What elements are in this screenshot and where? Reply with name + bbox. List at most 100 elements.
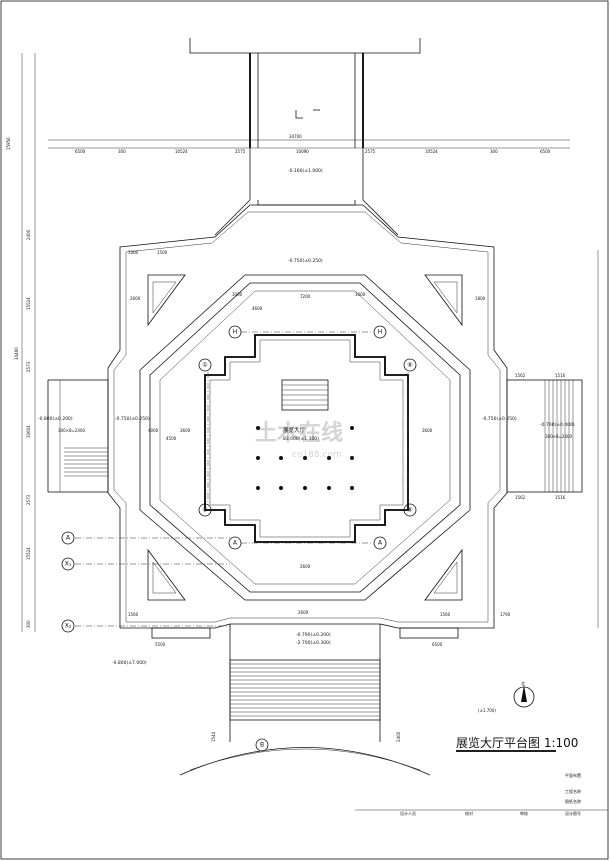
tb-sheet: 平面布置 [565,772,581,778]
south-steps [151,624,459,776]
dim-steps-right: 300×8=2400 [545,434,573,439]
grid-label-a: A [66,535,71,542]
level-right: -0.750(±0.250) [482,416,517,422]
dim-misc-11: 3600 [180,428,191,433]
north-walkway [189,38,421,236]
grid-bubble-1-bottom [198,503,212,517]
dim-misc-15: 1790 [500,612,511,617]
grid-bubble-h-right [373,325,387,339]
grid-label-1-top: ① [202,362,207,369]
dim-misc-18: 6500 [432,642,443,647]
dim-left-4: 2573 [26,361,31,372]
tb-approve: 审核 [520,810,528,816]
dim-misc-22: 2400 [396,731,401,742]
dim-right-4: 1516 [555,495,566,500]
grid-label-h-left: H [233,329,238,336]
dim-left-total: 34460 [14,347,19,360]
dim-left-3: 15524 [26,297,31,310]
dim-left-1: 15956 [6,137,11,150]
dim-left-5: 10604 [26,425,31,438]
dim-right-3: 1562 [515,495,526,500]
drawing-title: 展览大厅平台图 1:100 [456,735,578,750]
east-steps [506,379,583,493]
tb-drawing: 图纸名称 [565,798,581,804]
dim-misc-13: 1560 [128,612,139,617]
inner-octagon [139,274,471,601]
grid-bubble-1-top [198,358,212,372]
level-right-2: -0.700(±0.400) [540,422,575,428]
dim-top-2: 300 [118,149,126,154]
dim-misc-2: 1500 [157,250,168,255]
corner-planters [147,274,463,601]
dim-top-8: 300 [490,149,498,154]
tb-proj: 工程名称 [565,788,581,794]
dim-misc-21: 1544 [211,731,216,742]
central-hall [204,334,409,543]
dim-right-1: 1562 [515,373,526,378]
dim-left-8: 300 [26,620,31,628]
dim-misc-7: 3000 [355,292,366,297]
grid-axes [75,331,409,627]
dim-top-9: 6500 [540,149,551,154]
dim-top-1: 6500 [75,149,86,154]
dim-misc-10: 4500 [166,436,177,441]
grid-bubble-b [255,738,269,752]
dim-misc-9: 4000 [148,428,159,433]
watermark-sub: co188.com [292,450,342,460]
dim-misc-20: 2600 [298,610,309,615]
dim-right-2: 1516 [555,373,566,378]
grid-label-8-top: ⑧ [407,362,412,369]
dim-top-7: 10524 [425,149,438,154]
dim-misc-1: 1300 [128,250,139,255]
grid-bubble-a-inner [228,536,242,550]
dim-misc-4: 3000 [232,292,243,297]
level-bottom-2: -2.700(±0.300) [296,640,331,646]
level-bottom-left: -0.800(±7.000) [112,660,147,666]
west-steps [47,379,109,493]
level-top: -0.160(±1.000) [288,168,323,174]
level-bottom: -0.790(±0.200) [296,632,331,638]
grid-bubble-h-left [228,325,242,339]
grid-bubble-x2 [61,619,75,633]
grid-label-x2: X₂ [65,623,72,630]
grid-label-8-bottom: ⑧ [407,507,412,514]
dim-top-6: 2575 [365,149,376,154]
level-left-2: -0.750(±0.250) [115,416,150,422]
dim-misc-8: 1800 [475,296,486,301]
dim-left-7: 15524 [26,547,31,560]
north-label: 北 [521,680,525,686]
tb-check: 校对 [465,810,473,816]
grid-label-h-right: H [378,329,383,336]
dimension-lines [21,53,599,632]
dim-top-5: 10090 [296,149,309,154]
north-arrow-icon [513,685,535,708]
dim-misc-6: 7200 [300,294,311,299]
dim-left-6: 2573 [26,494,31,505]
grid-label-x1: X₁ [65,561,72,568]
room-level: 83.000(±1.100) [283,436,319,442]
grid-bubble-8-bottom [403,503,417,517]
dim-misc-14: 1560 [440,612,451,617]
level-top-2: -0.750(±0.250) [288,258,323,264]
platform-outline [107,204,508,629]
dim-misc-19: 2600 [300,564,311,569]
dim-misc-5: 4600 [252,306,263,311]
dim-left-2: 2400 [26,229,31,240]
dim-top-3: 10524 [175,149,188,154]
dim-misc-3: 2600 [130,296,141,301]
grid-label-1-bottom: ① [202,507,207,514]
grid-bubble-8-top [403,358,417,372]
grid-label-a-inner-right: A [378,540,383,547]
grid-label-a-inner: A [233,540,238,547]
level-left: -0.800(±0.200) [38,416,73,422]
room-label: 展览大厅 [283,426,306,434]
watermark-text: 土木在线 [255,420,343,446]
dim-overall-top: 34700 [289,134,302,139]
grid-bubble-a [61,531,75,545]
dim-top-4: 2575 [235,149,246,154]
tb-drawing-no: 设计图号 [565,810,581,816]
grid-bubble-x1 [61,557,75,571]
scale-note: (±1.700) [478,708,496,713]
